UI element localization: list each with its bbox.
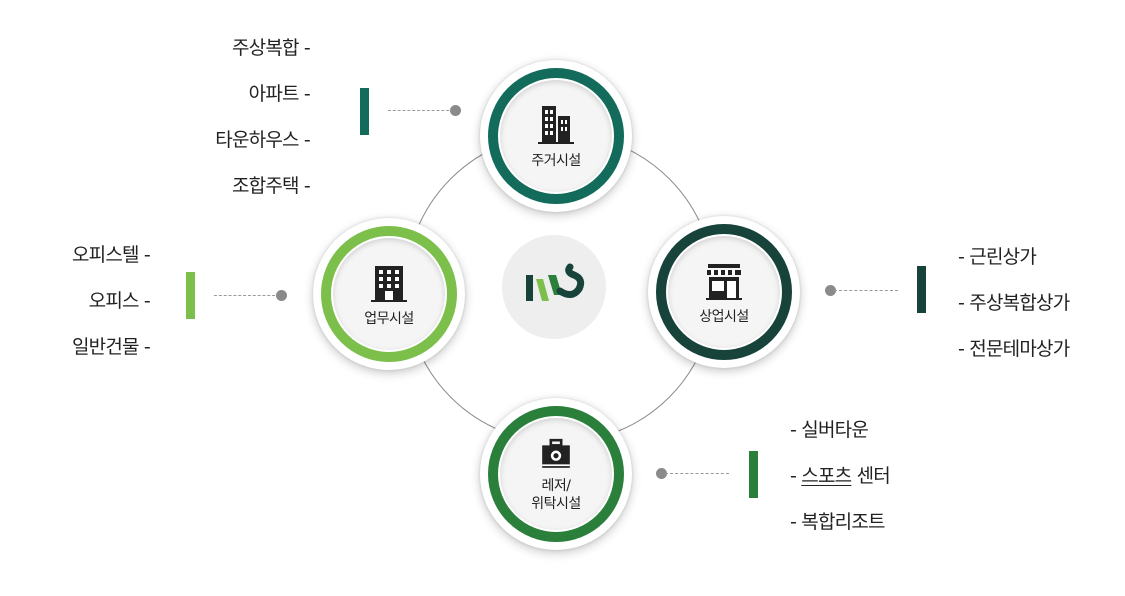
node-label-commercial: 상업시설 [699, 309, 749, 325]
leisure-connector-line [665, 473, 729, 474]
leisure-list: - 실버타운 - 스포츠 센터 - 복합리조트 [790, 407, 970, 545]
node-label-residential: 주거시설 [531, 153, 581, 169]
list-item-underlined: 스포츠 [801, 465, 852, 487]
leisure-marker-bar [749, 451, 758, 498]
residential-connector-line [388, 110, 454, 111]
list-item: 조합주택 - [231, 175, 311, 197]
briefcase-icon [542, 438, 570, 468]
list-item: 오피스 - [88, 290, 151, 312]
list-item: - 근린상가 [958, 246, 1037, 268]
residential-list: 주상복합 - 아파트 - 타운하우스 - 조합주택 - [130, 25, 311, 209]
list-item: - 전문테마상가 [958, 338, 1070, 360]
node-ring [488, 406, 624, 542]
leisure-connector-dot [656, 468, 667, 479]
list-item: 주상복합 - [231, 37, 311, 59]
residential-connector-dot [450, 105, 461, 116]
list-item: - 실버타운 [790, 419, 869, 441]
node-commercial[interactable]: 상업시설 [648, 216, 800, 368]
node-ring [321, 226, 457, 362]
list-item: 타운하우스 - [215, 129, 311, 151]
apartment-building-icon [538, 106, 574, 144]
node-residential[interactable]: 주거시설 [480, 60, 632, 212]
node-business[interactable]: 업무시설 [313, 218, 465, 370]
center-logo [502, 235, 606, 339]
commercial-marker-bar [917, 266, 926, 313]
list-item: 오피스텔 - [71, 244, 151, 266]
node-label-leisure-line1: 레저/ [541, 478, 571, 494]
list-item: - 복합리조트 [790, 511, 886, 533]
office-building-icon [371, 266, 407, 302]
list-item: - 주상복합상가 [958, 292, 1070, 314]
business-marker-bar [186, 272, 195, 319]
list-item-suffix: 센터 [851, 465, 891, 487]
storefront-icon [706, 264, 742, 300]
commercial-connector-line [834, 290, 898, 291]
logo-icon [526, 263, 585, 301]
list-item: 아파트 - [248, 83, 311, 105]
commercial-connector-dot [825, 285, 836, 296]
business-list: 오피스텔 - 오피스 - 일반건물 - [10, 232, 151, 370]
node-ring [488, 68, 624, 204]
residential-marker-bar [360, 88, 369, 135]
node-ring [656, 224, 792, 360]
business-connector-dot [276, 290, 287, 301]
list-item: - 스포츠 센터 [790, 453, 970, 499]
list-item: 일반건물 - [71, 336, 151, 358]
business-connector-line [214, 295, 280, 296]
commercial-list: - 근린상가 - 주상복합상가 - 전문테마상가 [958, 234, 1118, 372]
node-label-business: 업무시설 [364, 311, 414, 327]
node-leisure[interactable]: 레저/ 위탁시설 [480, 398, 632, 550]
list-item-prefix: - [790, 465, 802, 487]
node-label-leisure-line2: 위탁시설 [531, 496, 581, 512]
